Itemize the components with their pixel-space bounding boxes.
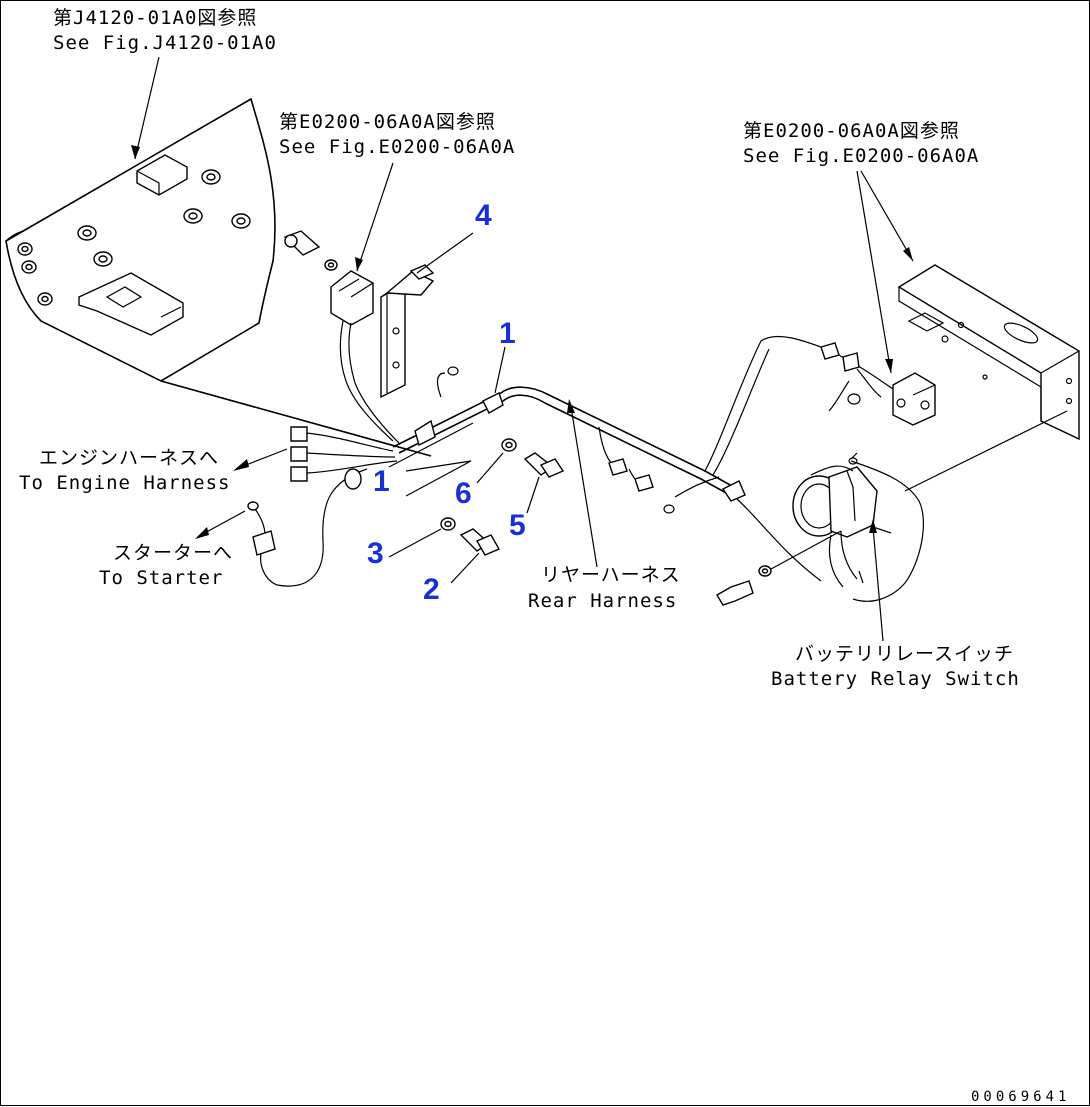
drawing-code: 00069641 — [971, 1089, 1070, 1105]
engine-harness-en: To Engine Harness — [19, 472, 230, 494]
part-number-3: 3 — [367, 537, 384, 570]
ref-e0200-left-jp: 第E0200-06A0A図参照 — [279, 111, 496, 133]
part-number-1-top: 1 — [499, 317, 516, 350]
battery-relay-en: Battery Relay Switch — [771, 668, 1020, 690]
starter-terminal — [247, 501, 276, 556]
part-numbers: 4 1 1 6 5 3 2 — [367, 199, 526, 606]
engine-harness-connectors — [260, 426, 398, 587]
ref-e0200-right-en: See Fig.E0200-06A0A — [743, 145, 979, 167]
text-labels: 第J4120-01A0図参照 See Fig.J4120-01A0 第E0200… — [19, 7, 1020, 690]
part-number-1-mid: 1 — [373, 465, 390, 498]
bracket-part-4 — [380, 264, 435, 399]
bolt-upper-left — [283, 230, 338, 271]
relay-right — [892, 372, 936, 426]
part-number-2: 2 — [423, 573, 440, 606]
battery-relay-jp: バッテリリレースイッチ — [795, 643, 1014, 665]
rear-harness-jp: リヤーハーネス — [541, 564, 681, 586]
part-number-5: 5 — [509, 509, 526, 542]
rear-harness-en: Rear Harness — [528, 590, 677, 612]
starter-en: To Starter — [99, 567, 223, 589]
harness-main — [160, 335, 894, 582]
ref-j4120-jp: 第J4120-01A0図参照 — [53, 7, 257, 29]
starter-jp: スターターへ — [113, 542, 233, 564]
relay-left — [330, 270, 400, 444]
part-number-6: 6 — [455, 477, 472, 510]
battery-relay-switch — [792, 452, 925, 602]
fasteners — [440, 438, 772, 606]
frame-plate-right — [897, 264, 1080, 441]
ref-e0200-left-en: See Fig.E0200-06A0A — [279, 136, 515, 158]
part-number-4: 4 — [475, 199, 492, 232]
engine-harness-jp: エンジンハーネスへ — [39, 447, 219, 469]
ref-e0200-right-jp: 第E0200-06A0A図参照 — [743, 120, 960, 142]
ref-j4120-en: See Fig.J4120-01A0 — [53, 32, 277, 54]
leader-lines — [131, 56, 1068, 642]
frame-panel-left — [5, 97, 276, 382]
